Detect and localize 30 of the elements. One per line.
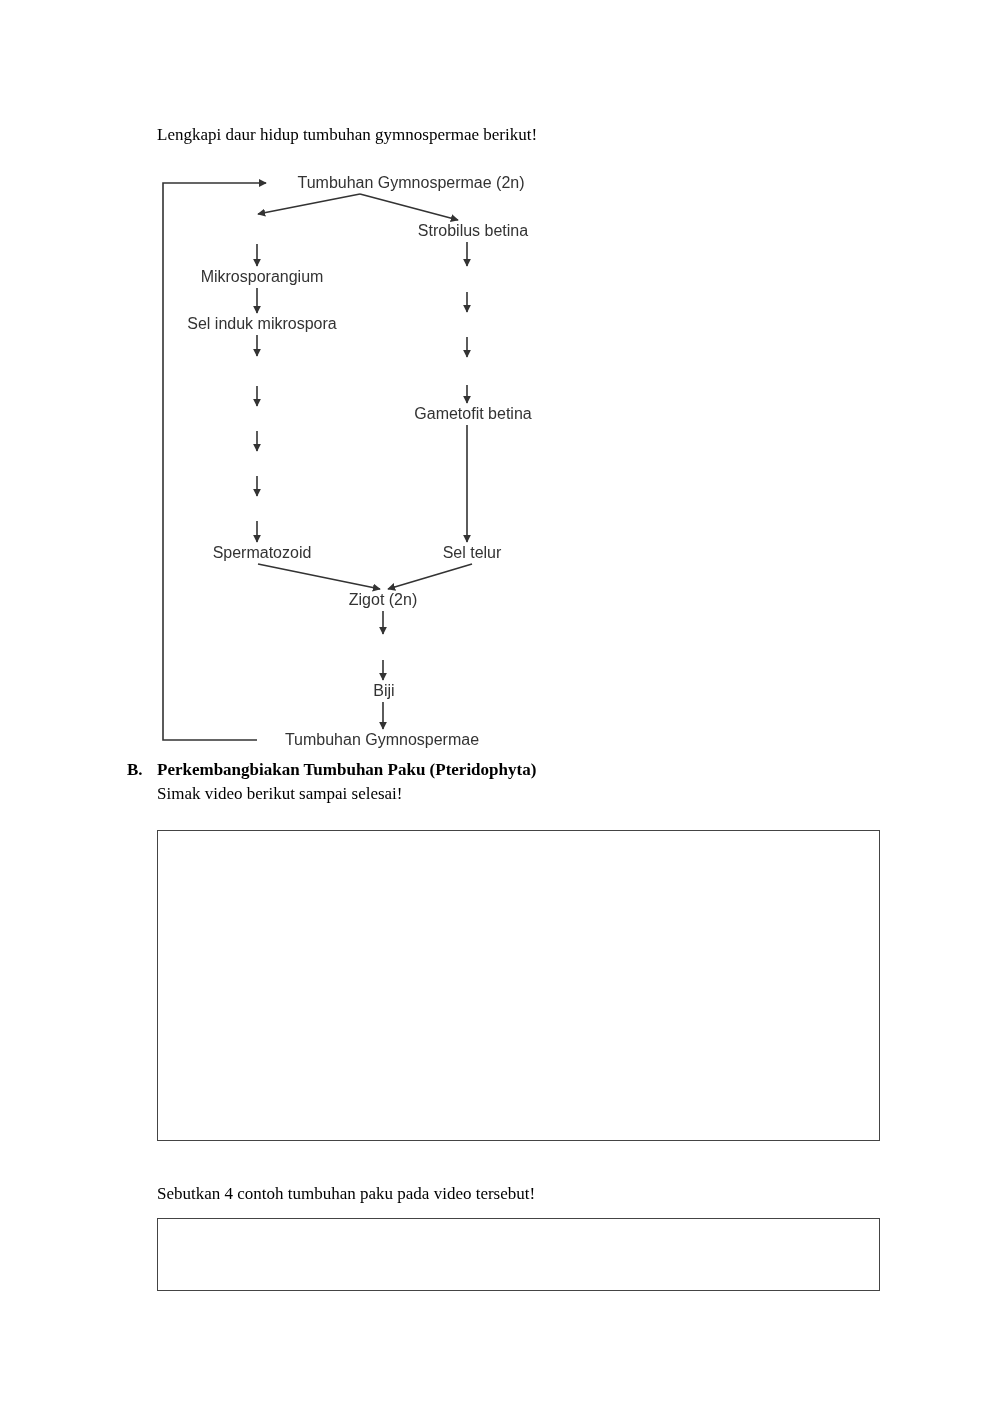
stage-label: Sel telur (442, 543, 502, 563)
stage-label: Gametofit betina (414, 404, 532, 424)
stage-label: Zigot (2n) (348, 590, 418, 610)
arrow (379, 610, 387, 635)
section-heading: Perkembangbiakan Tumbuhan Paku (Pteridophyta) (157, 759, 537, 781)
stage-label: Mikrosporangium (200, 267, 324, 287)
arrow (463, 424, 471, 543)
arrow (379, 659, 387, 681)
section-letter: B. (127, 759, 143, 781)
stage-label: Strobilus betina (417, 221, 529, 241)
arrow (253, 334, 261, 357)
instruction-text: Simak video berikut sampai selesai! (157, 783, 403, 805)
arrow (257, 193, 361, 217)
arrow (387, 563, 473, 591)
arrow (463, 241, 471, 267)
arrow (379, 701, 387, 730)
stage-label: Tumbuhan Gymnospermae (284, 730, 480, 750)
arrow (257, 563, 381, 592)
stage-label: Spermatozoid (212, 543, 312, 563)
arrow (253, 287, 261, 314)
arrow (253, 520, 261, 543)
arrow (253, 243, 261, 267)
stage-label: Tumbuhan Gymnospermae (2n) (297, 173, 525, 193)
stage-label: Biji (373, 681, 395, 701)
stage-label: Sel induk mikrospora (187, 314, 337, 334)
arrow (359, 193, 459, 222)
arrow (162, 179, 267, 741)
question-text: Sebutkan 4 contoh tumbuhan paku pada video tersebut! (157, 1183, 536, 1205)
arrow (463, 384, 471, 404)
instruction-text: Lengkapi daur hidup tumbuhan gymnospermae berikut! (157, 124, 538, 146)
